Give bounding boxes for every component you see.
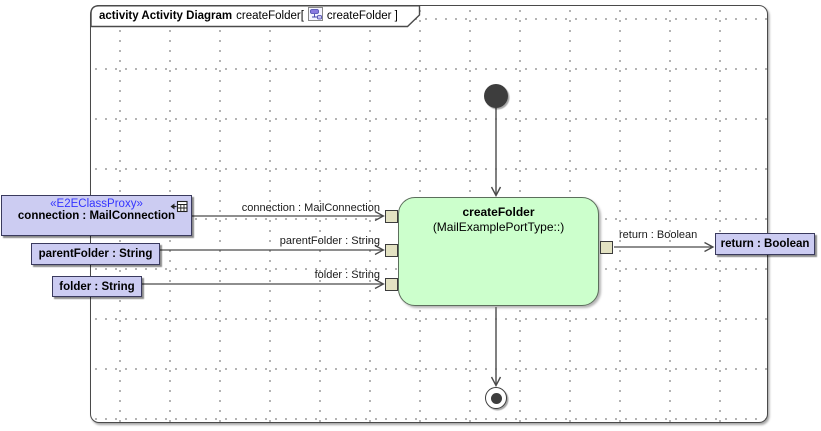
edge-connection[interactable] bbox=[192, 210, 385, 222]
activity-final-node[interactable] bbox=[485, 387, 507, 409]
edge-label-connection[interactable]: connection : MailConnection bbox=[241, 202, 380, 214]
parameter-node-folder[interactable]: folder : String bbox=[52, 276, 142, 297]
input-pin-connection[interactable] bbox=[385, 209, 398, 223]
input-pin-parent-folder[interactable] bbox=[385, 243, 398, 257]
input-pin-folder[interactable] bbox=[385, 277, 398, 291]
edge-label-return[interactable]: return : Boolean bbox=[619, 229, 698, 241]
edge-label-folder[interactable]: folder : String bbox=[314, 269, 380, 281]
activity-diagram-icon bbox=[307, 6, 323, 26]
output-pin-return[interactable] bbox=[600, 240, 613, 254]
action-createfolder[interactable]: createFolder (MailExamplePortType::) bbox=[398, 197, 599, 306]
parameter-node-connection[interactable]: «E2EClassProxy» connection : MailConnect… bbox=[1, 195, 192, 236]
edge-action-to-final[interactable] bbox=[490, 307, 502, 387]
parameter-folder-label: folder : String bbox=[59, 280, 135, 293]
frame-title-tab bbox=[90, 5, 421, 28]
activity-final-node-dot bbox=[490, 392, 502, 404]
parameter-node-parent-folder[interactable]: parentFolder : String bbox=[31, 243, 160, 265]
parameter-node-return[interactable]: return : Boolean bbox=[715, 233, 815, 255]
edge-folder[interactable] bbox=[142, 278, 385, 290]
frame-title-name: createFolder[ bbox=[236, 10, 304, 22]
parameter-connection-label: connection : MailConnection bbox=[17, 210, 176, 222]
class-proxy-link-icon bbox=[170, 200, 188, 218]
edge-parent-folder[interactable] bbox=[160, 244, 385, 256]
frame-title: activity Activity Diagram createFolder[ … bbox=[99, 6, 398, 26]
edge-return[interactable] bbox=[614, 241, 715, 253]
frame-title-suffix: createFolder ] bbox=[326, 10, 398, 22]
edge-label-parent-folder[interactable]: parentFolder : String bbox=[279, 235, 380, 247]
frame-title-keyword: activity Activity Diagram bbox=[99, 10, 233, 22]
parameter-parent-folder-label: parentFolder : String bbox=[38, 248, 153, 260]
action-name: createFolder bbox=[462, 205, 535, 219]
action-qualifier: (MailExamplePortType::) bbox=[432, 220, 565, 234]
initial-node[interactable] bbox=[484, 84, 508, 108]
parameter-return-label: return : Boolean bbox=[720, 238, 810, 250]
stereotype-label: «E2EClassProxy» bbox=[50, 198, 143, 210]
edge-initial-to-action[interactable] bbox=[490, 107, 502, 197]
